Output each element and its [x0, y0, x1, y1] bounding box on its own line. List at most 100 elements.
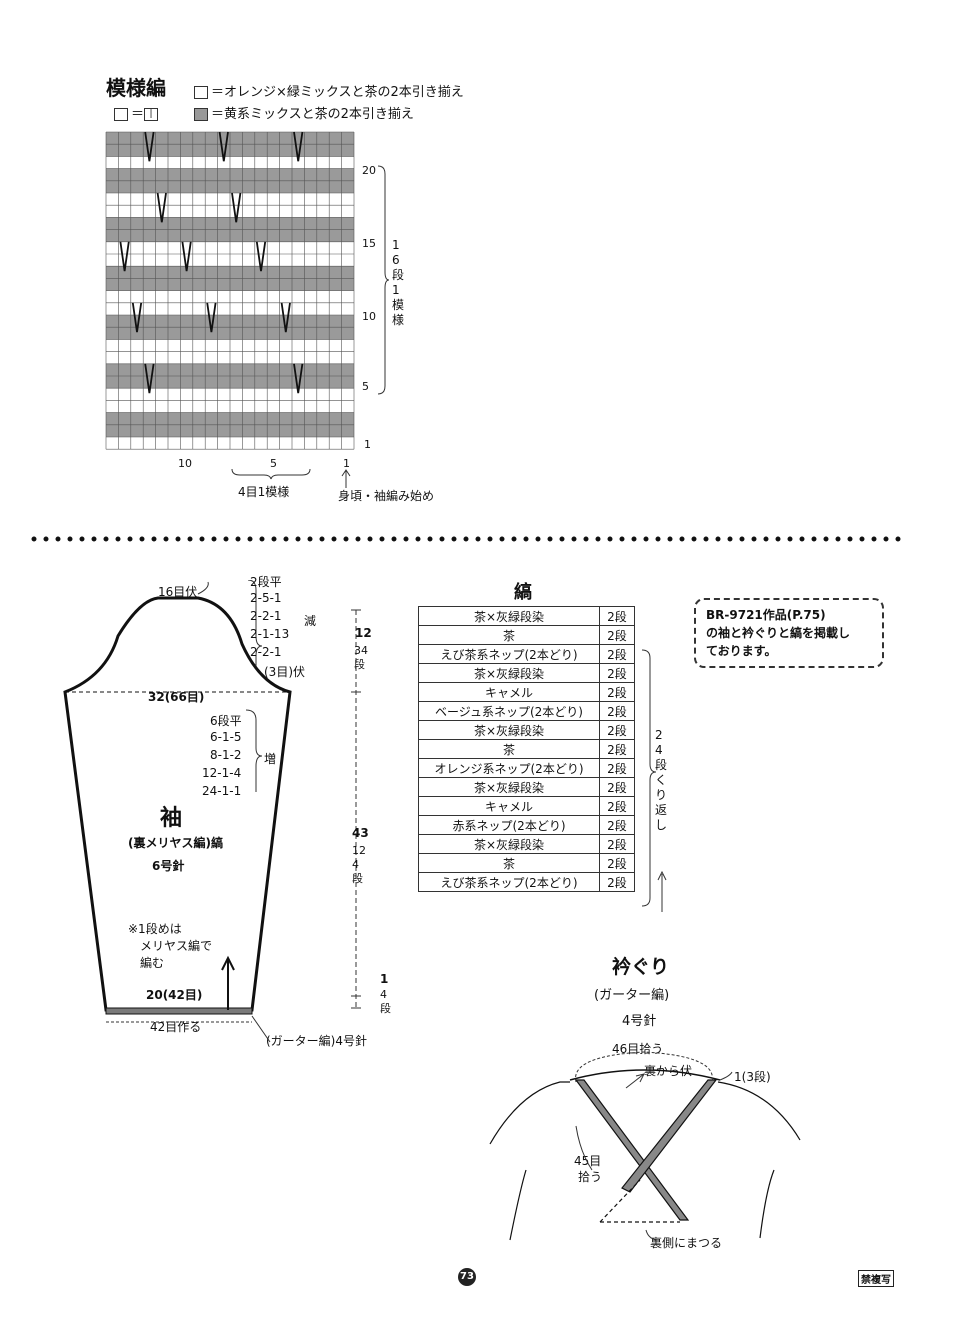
- neckband-needle: 4号針: [622, 1014, 657, 1029]
- start-arrow: [341, 469, 351, 488]
- decrease-step-3: 2-2-1: [250, 609, 282, 623]
- start-note: 身頃・袖編み始め: [338, 489, 435, 503]
- slip-stitch-symbol: [144, 131, 155, 162]
- stripe-row: ベージュ系ネップ(2本どり)2段: [418, 701, 635, 721]
- stripe-yarn: 茶: [418, 625, 600, 645]
- legend-swatch-knit-symbol: |: [144, 108, 159, 121]
- pick-up-side-2: 拾う: [578, 1170, 603, 1184]
- increase-step-1: 6段平: [210, 714, 242, 728]
- cuff-label: (ガーター編)4号針: [266, 1034, 367, 1048]
- width-top: 32(66目): [148, 690, 205, 704]
- stripe-count: 2段: [599, 606, 635, 626]
- col-label-1: 1: [343, 457, 350, 470]
- slip-stitch-symbol: [280, 302, 291, 333]
- slip-stitch-symbol: [218, 131, 229, 162]
- height-cap: 12: [355, 626, 372, 640]
- slip-stitch-symbol: [131, 302, 143, 333]
- decrease-step-5: 2-2-1: [250, 645, 282, 659]
- stripe-row: えび茶系ネップ(2本どり)2段: [418, 644, 635, 664]
- reference-note: BR-9721作品(P.75) の袖と衿ぐりと縞を掲載し ております。: [694, 598, 884, 668]
- decrease-label: 減: [304, 614, 317, 628]
- slip-stitch-symbol: [119, 241, 130, 272]
- stripe-yarn: オレンジ系ネップ(2本どり): [418, 758, 600, 778]
- neckband-diagram: [489, 1051, 801, 1241]
- stripe-count: 2段: [599, 872, 635, 892]
- legend-swatch-blank: [114, 108, 128, 121]
- note-line-b: の袖と衿ぐりと縞を掲載し: [706, 626, 851, 640]
- pick-up-total: 46目拾う: [612, 1042, 664, 1056]
- height-dimension-line: [351, 609, 361, 1009]
- decrease-step-1: 2段平: [250, 575, 282, 589]
- stripe-yarn: 茶×灰緑段染: [418, 663, 600, 683]
- increase-step-5: 24-1-1: [202, 784, 242, 798]
- stripe-count: 2段: [599, 758, 635, 778]
- stripe-yarn: ベージュ系ネップ(2本どり): [418, 701, 600, 721]
- stripe-count: 2段: [599, 834, 635, 854]
- row-repeat-label: 16段1模様: [392, 238, 405, 327]
- col-label-5: 5: [270, 457, 277, 470]
- legend-yellow-mix: ＝黄系ミックスと茶の2本引き揃え: [194, 103, 414, 122]
- finish-note: 裏側にまつる: [650, 1236, 723, 1250]
- height-body-rows: 124段: [352, 844, 366, 885]
- increase-label: 増: [264, 752, 277, 766]
- decrease-step-4: 2-1-13: [250, 627, 290, 641]
- stripe-yarn: 茶: [418, 739, 600, 759]
- increase-step-4: 12-1-4: [202, 766, 242, 780]
- stripe-yarn: 赤系ネップ(2本どり): [418, 815, 600, 835]
- neckband-width: 1(3段): [734, 1070, 771, 1084]
- note-line-3: 編む: [140, 956, 165, 970]
- row-label-10: 10: [362, 310, 376, 323]
- stripe-yarn: 茶: [418, 853, 600, 873]
- note-line-c: ております。: [706, 644, 777, 658]
- note-line-a: BR-9721作品(P.75): [706, 608, 826, 622]
- stripe-yarn: キャメル: [418, 682, 600, 702]
- stripe-yarn: えび茶系ネップ(2本どり): [418, 644, 600, 664]
- note-line-1: ※1段めは: [128, 922, 182, 936]
- legend-swatch-shaded: [194, 108, 208, 121]
- increase-step-3: 8-1-2: [210, 748, 242, 762]
- slip-stitch-symbol: [156, 192, 167, 223]
- legend-swatch-white: [194, 86, 208, 99]
- neckband-stitch: (ガーター編): [594, 988, 670, 1003]
- copy-protection-mark: 禁複写: [858, 1270, 894, 1287]
- col-repeat-label: 4目1模様: [238, 485, 290, 499]
- stripe-count: 2段: [599, 625, 635, 645]
- sleeve-stitch: (裏メリヤス編)縞: [128, 836, 223, 850]
- col-label-10: 10: [178, 457, 192, 470]
- sleeve-diagram: [63, 580, 292, 1043]
- sleeve-needle: 6号針: [152, 859, 185, 873]
- cast-on: 42目作る: [150, 1020, 202, 1034]
- neckband-title: 衿ぐり: [612, 956, 670, 978]
- stripe-yarn: キャメル: [418, 796, 600, 816]
- top-bind-off: 16目伏: [158, 585, 198, 599]
- row-label-15: 15: [362, 237, 376, 250]
- slip-stitch-symbol: [181, 241, 192, 272]
- stripe-yarn: 茶×灰緑段染: [418, 720, 600, 740]
- slip-stitch-symbol: [255, 241, 267, 272]
- slip-stitch-symbol: [144, 363, 155, 394]
- stripe-count: 2段: [599, 777, 635, 797]
- legend-orange-mix: ＝オレンジ×緑ミックスと茶の2本引き揃え: [194, 81, 464, 100]
- row-label-20: 20: [362, 164, 376, 177]
- height-cuff: 1: [380, 972, 389, 986]
- stripe-row: 赤系ネップ(2本どり)2段: [418, 815, 635, 835]
- stripe-yarn: えび茶系ネップ(2本どり): [418, 872, 600, 892]
- stripe-row: オレンジ系ネップ(2本どり)2段: [418, 758, 635, 778]
- row-label-1: 1: [364, 438, 371, 451]
- height-cap-rows: 34段: [354, 644, 368, 671]
- decrease-step-2: 2-5-1: [250, 591, 282, 605]
- stripe-yarn: 茶×灰緑段染: [418, 777, 600, 797]
- pattern-grid: [105, 131, 355, 450]
- stripe-count: 2段: [599, 663, 635, 683]
- stripe-count: 2段: [599, 682, 635, 702]
- sleeve-name: 袖: [160, 806, 183, 831]
- stripe-repeat-bracket: [641, 649, 667, 912]
